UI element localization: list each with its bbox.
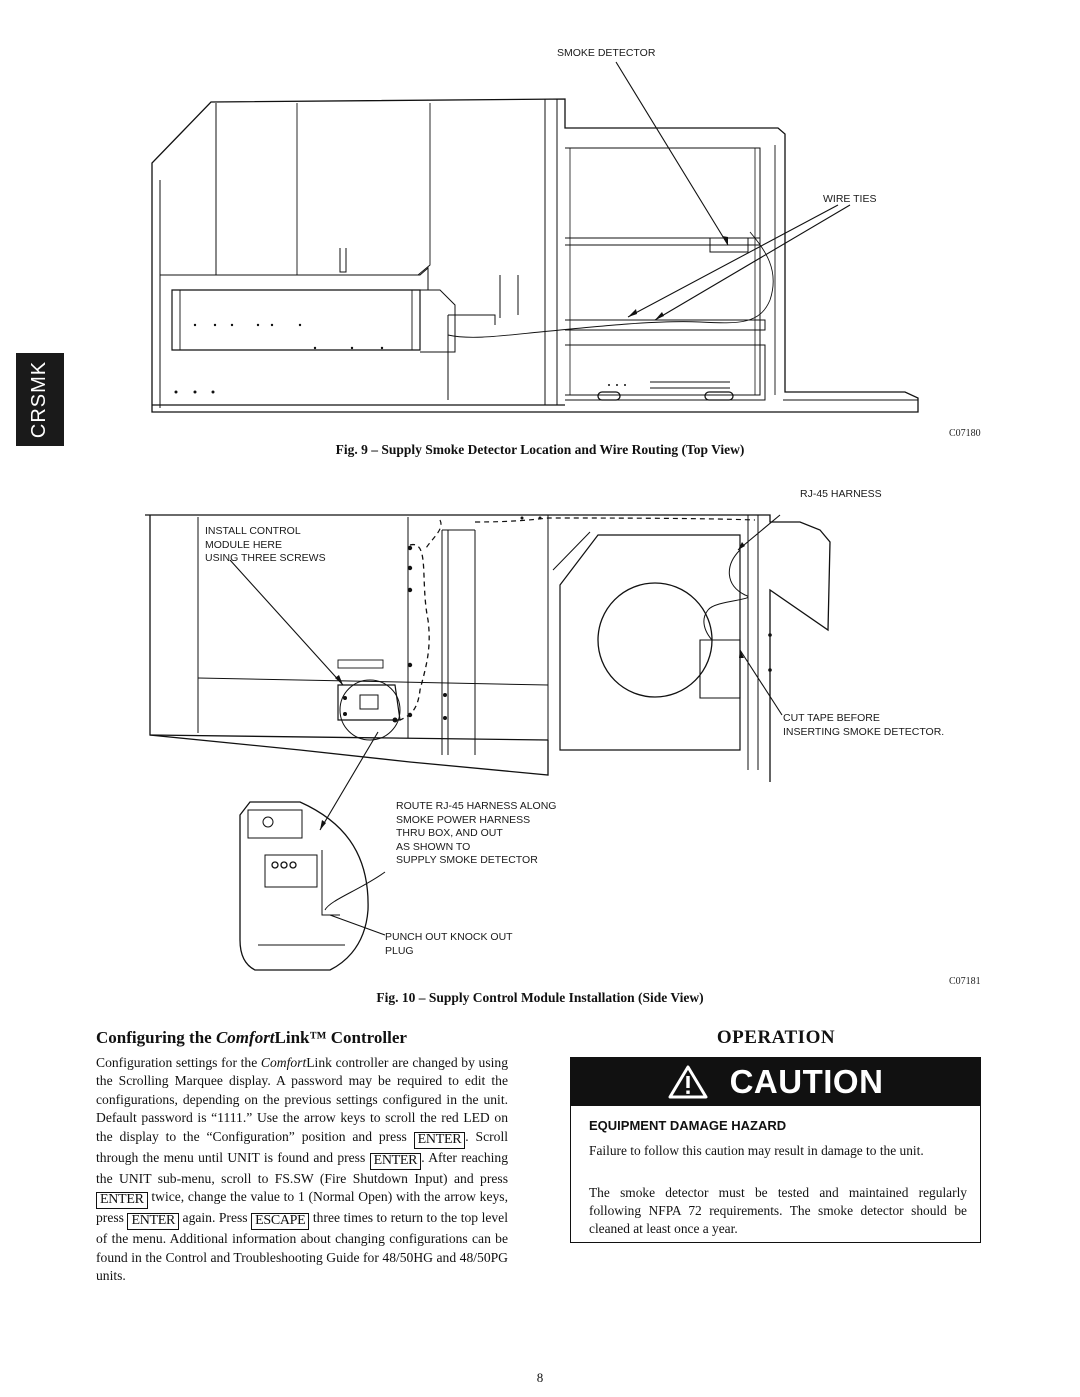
smoke-detector-label: SMOKE DETECTOR xyxy=(557,47,656,59)
page-number: 8 xyxy=(536,1370,544,1385)
side-tab: CRSMK xyxy=(16,353,64,446)
operation-heading: OPERATION xyxy=(716,1027,836,1048)
fig10-code: C07181 xyxy=(949,976,981,987)
enter-key: ENTER xyxy=(127,1213,180,1231)
caution-paragraph-1: Failure to follow this caution may resul… xyxy=(589,1143,924,1158)
caution-banner: CAUTION xyxy=(571,1058,980,1106)
caution-box: CAUTION EQUIPMENT DAMAGE HAZARD Failure … xyxy=(570,1057,981,1243)
cut-tape-label: CUT TAPE BEFORE INSERTING SMOKE DETECTOR… xyxy=(783,712,945,738)
config-heading: Configuring the ComfortLink™ Controller xyxy=(96,1028,407,1047)
caution-paragraph-2: The smoke detector must be tested and ma… xyxy=(589,1185,967,1236)
fig9-code: C07180 xyxy=(949,428,981,439)
config-paragraph: Configuration settings for the ComfortLi… xyxy=(96,1055,509,1284)
enter-key: ENTER xyxy=(413,1131,466,1149)
fig9-top-view-drawing xyxy=(151,61,919,413)
punch-out-label: PUNCH OUT KNOCK OUT PLUG xyxy=(385,931,513,957)
fig10-side-view-drawing xyxy=(145,514,831,971)
fig9-caption: Fig. 9 – Supply Smoke Detector Location … xyxy=(335,442,745,457)
caution-word: CAUTION xyxy=(729,1063,884,1100)
warning-triangle-icon xyxy=(668,1065,708,1099)
wire-ties-label: WIRE TIES xyxy=(823,193,877,205)
enter-key: ENTER xyxy=(369,1152,422,1170)
install-control-label: INSTALL CONTROL MODULE HERE USING THREE … xyxy=(205,525,326,564)
enter-key: ENTER xyxy=(96,1192,148,1210)
route-harness-label: ROUTE RJ-45 HARNESS ALONG SMOKE POWER HA… xyxy=(396,800,557,866)
fig10-caption: Fig. 10 – Supply Control Module Installa… xyxy=(376,990,704,1005)
rj45-harness-label: RJ-45 HARNESS xyxy=(800,488,882,500)
hazard-title: EQUIPMENT DAMAGE HAZARD xyxy=(589,1118,787,1133)
escape-key: ESCAPE xyxy=(251,1213,310,1231)
